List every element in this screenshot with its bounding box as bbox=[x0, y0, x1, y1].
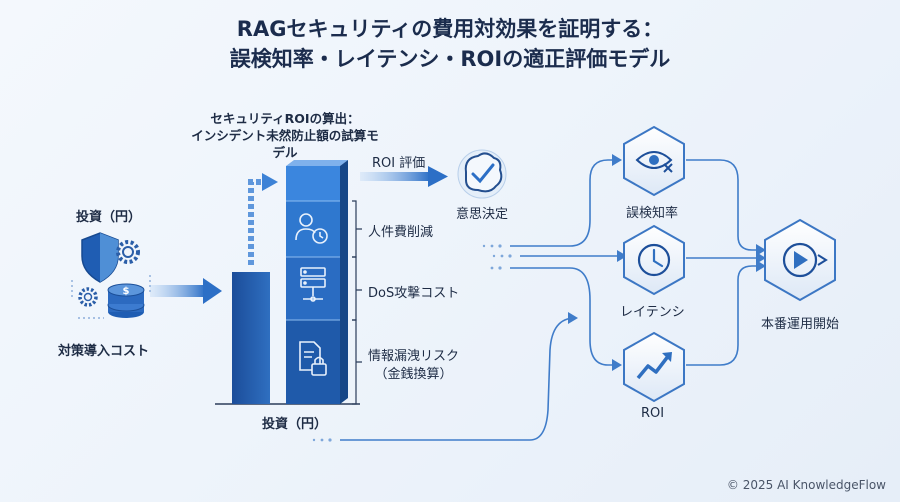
flow-lines bbox=[340, 159, 765, 441]
flow-dots bbox=[312, 244, 512, 442]
cost-arrow bbox=[150, 278, 222, 304]
brain-check-icon bbox=[457, 149, 507, 199]
segment-label-labor: 人件費削減 bbox=[368, 225, 434, 240]
countermeasure-cost-label: 対策導入コスト bbox=[58, 344, 150, 359]
roi-model-subtitle: セキュリティROIの算出： インシデント未然防止額の試算モデル bbox=[190, 110, 380, 161]
shield-icon bbox=[81, 232, 119, 283]
copyright-text: © 2025 AI KnowledgeFlow bbox=[726, 478, 886, 492]
segment-label-leak: 情報漏洩リスク （金銭換算） bbox=[368, 348, 459, 384]
title-line-2: 誤検知率・レイテンシ・ROIの適正評価モデル bbox=[229, 47, 671, 71]
roi-arrow bbox=[360, 166, 448, 187]
x-axis-label: 投資（円） bbox=[262, 417, 328, 432]
false-positive-hex bbox=[623, 125, 685, 197]
latency-label: レイテンシ bbox=[620, 305, 685, 320]
segment-brackets bbox=[352, 200, 362, 405]
segment-label-leak-line2: （金銭換算） bbox=[374, 367, 453, 382]
coin-stack-icon: $ bbox=[107, 283, 145, 318]
svg-text:$: $ bbox=[123, 286, 130, 297]
roi-hex bbox=[623, 331, 685, 403]
roi-label: ROI bbox=[641, 406, 665, 421]
play-icon bbox=[782, 242, 828, 278]
roi-evaluation-label: ROI 評価 bbox=[372, 156, 426, 171]
production-hex bbox=[764, 218, 836, 302]
server-icon bbox=[300, 267, 326, 302]
upward-arrow bbox=[248, 173, 278, 265]
production-start-label: 本番運用開始 bbox=[761, 317, 840, 332]
cost-bar bbox=[232, 272, 270, 404]
false-positive-label: 誤検知率 bbox=[626, 206, 679, 221]
trend-up-icon bbox=[636, 352, 672, 380]
latency-hex bbox=[623, 224, 685, 296]
eye-cross-icon bbox=[635, 151, 673, 173]
segment-label-dos: DoS攻撃コスト bbox=[368, 286, 460, 301]
document-lock-icon bbox=[299, 341, 327, 376]
flow-arrowheads bbox=[568, 154, 766, 371]
clock-icon bbox=[637, 243, 671, 277]
title-line-1: RAGセキュリティの費用対効果を証明する： bbox=[236, 17, 664, 41]
segment-label-leak-line1: 情報漏洩リスク bbox=[368, 349, 460, 364]
subtitle-line-1: セキュリティROIの算出： bbox=[210, 111, 360, 126]
page-title: RAGセキュリティの費用対効果を証明する： 誤検知率・レイテンシ・ROIの適正評… bbox=[0, 14, 900, 74]
investment-label-left: 投資（円） bbox=[76, 210, 142, 225]
gear-icon bbox=[78, 240, 140, 307]
decision-label: 意思決定 bbox=[456, 207, 509, 222]
user-clock-icon bbox=[295, 213, 328, 244]
subtitle-line-2: インシデント未然防止額の試算モデル bbox=[191, 128, 379, 160]
